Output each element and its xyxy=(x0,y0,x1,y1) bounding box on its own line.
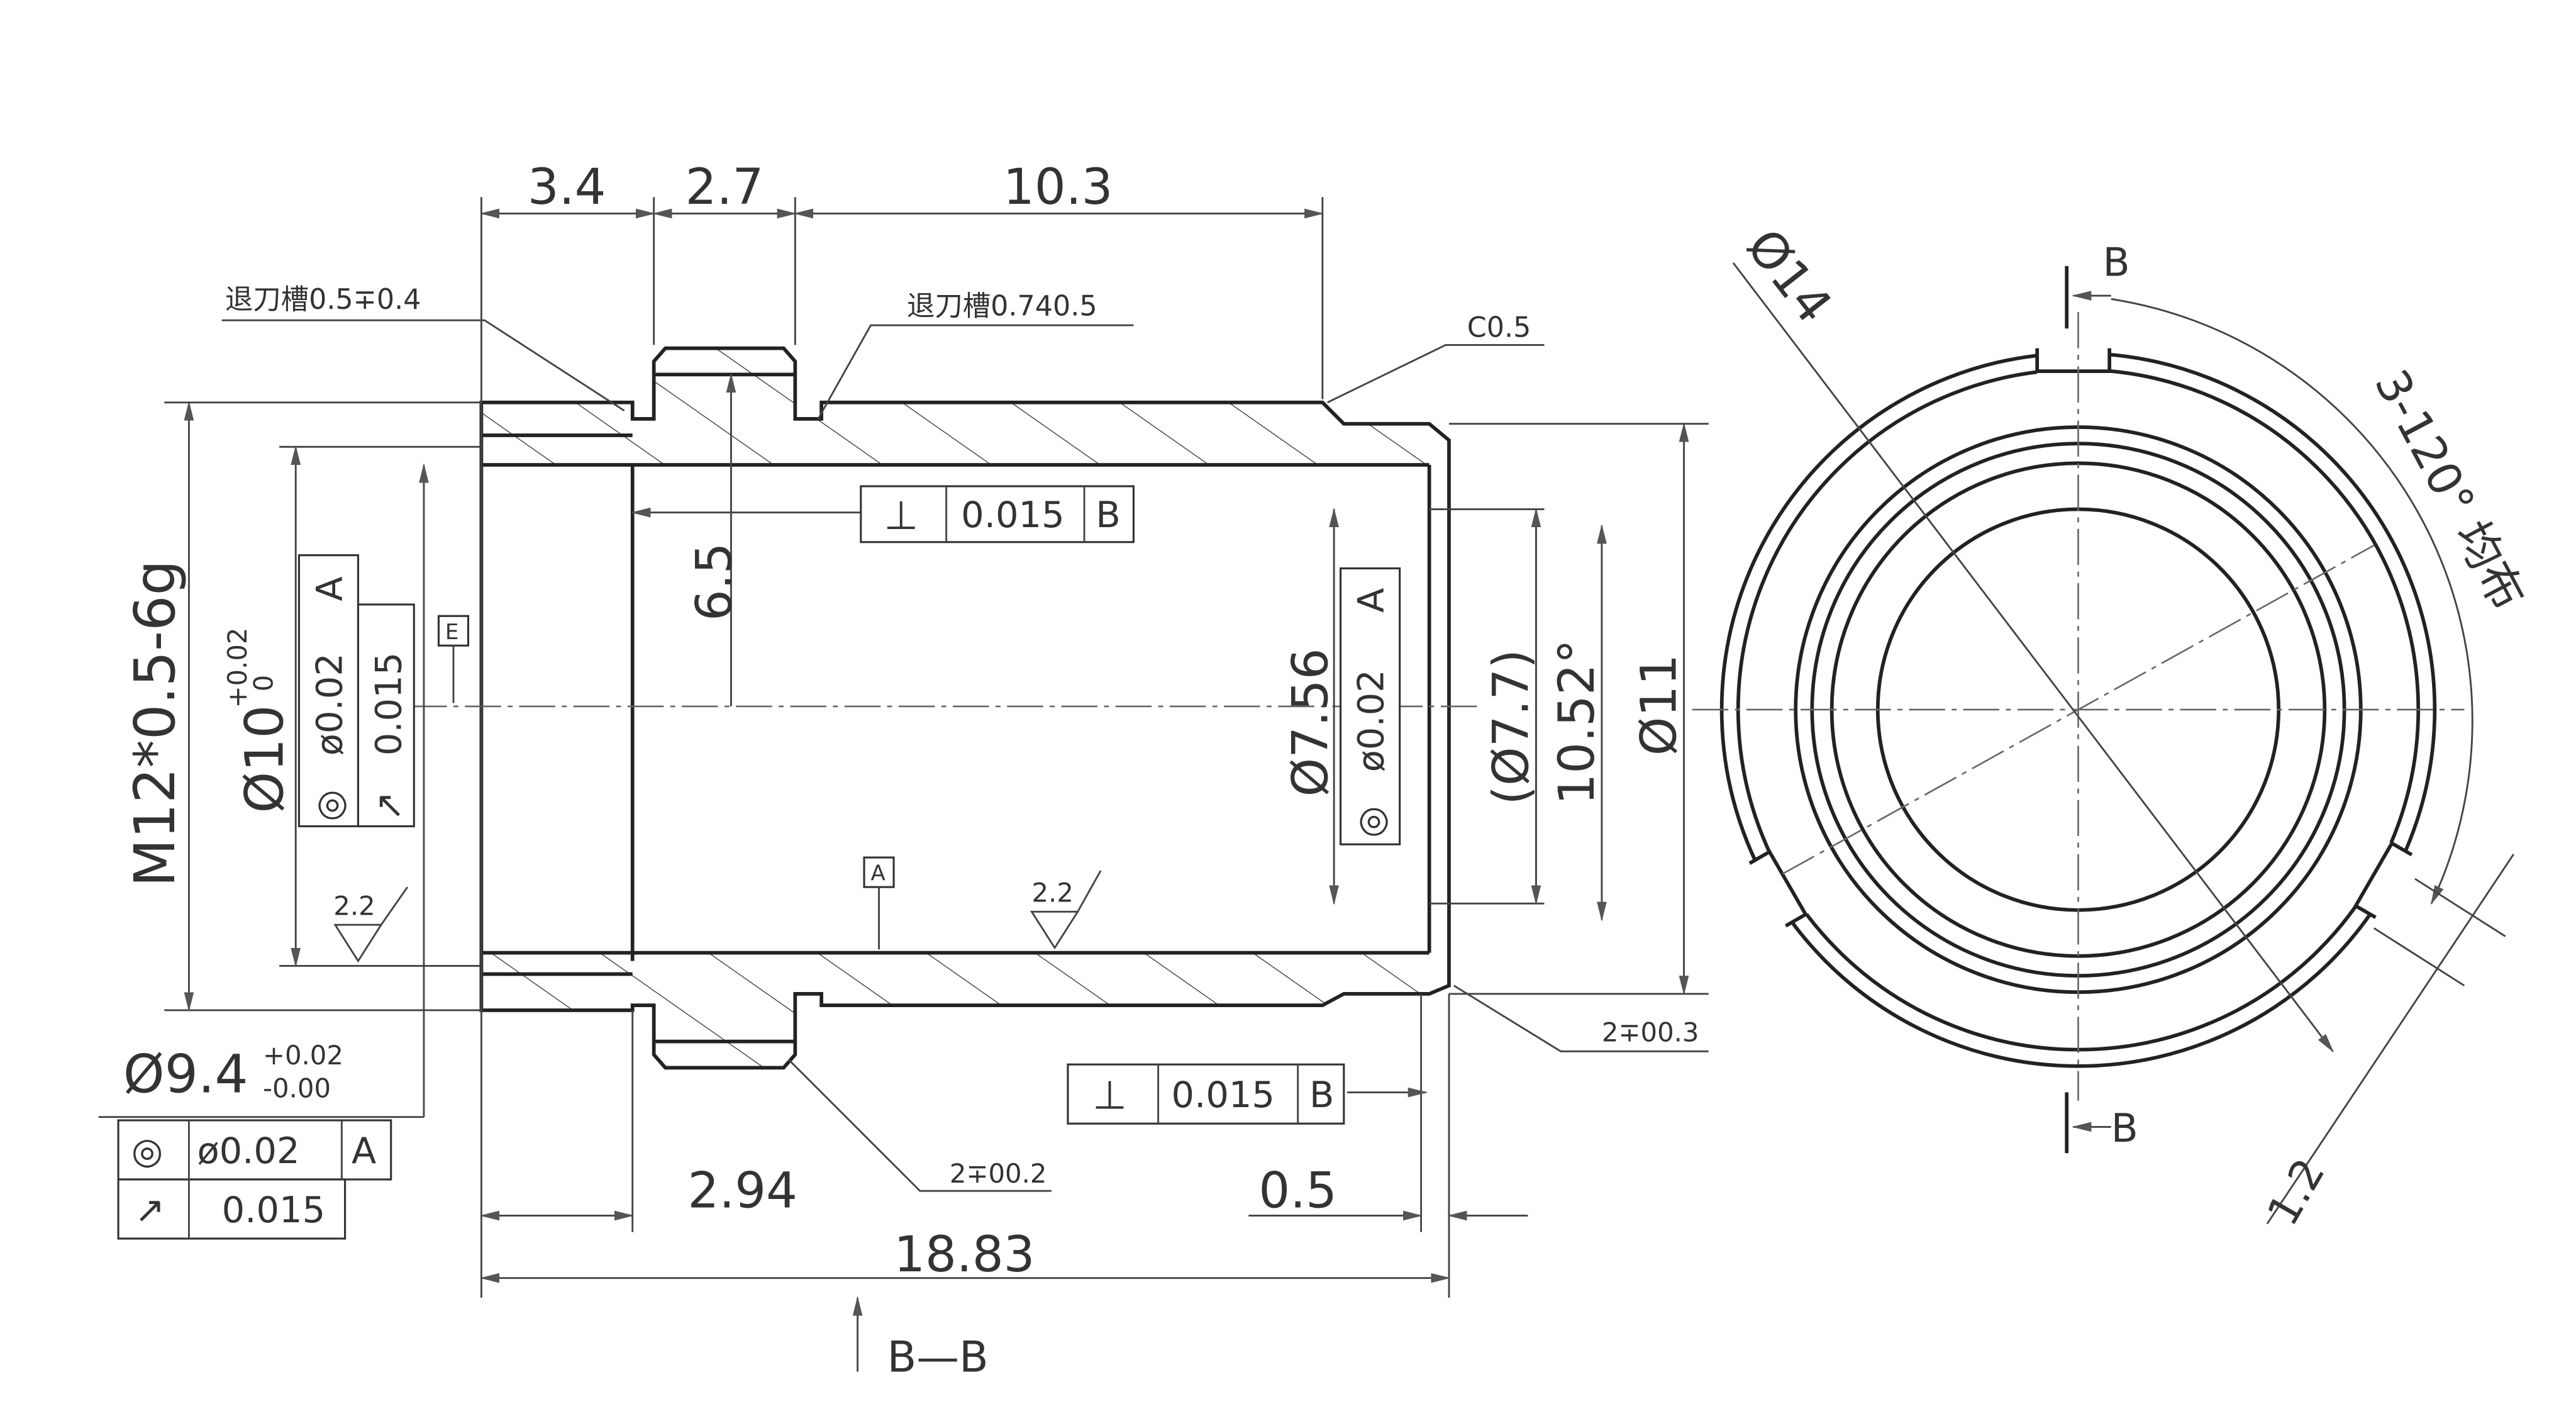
side-view xyxy=(1692,262,2514,1225)
fcf-perp-bottom: ⊥ 0.015 B xyxy=(1067,1063,1345,1125)
fcf-datum: B xyxy=(1096,494,1120,536)
fcf-value: ø0.02 xyxy=(308,653,350,755)
section-mark-bottom: B xyxy=(2111,1105,2138,1151)
extension-lines xyxy=(164,197,1709,1298)
fcf-datum: A xyxy=(352,1130,376,1172)
undercut-left-label: 退刀槽0.5∓0.4 xyxy=(225,284,421,316)
callout-bottom-label: 2∓00.2 xyxy=(950,1158,1047,1189)
concentricity-icon: ◎ xyxy=(131,1130,163,1172)
section-mark-top: B xyxy=(2103,240,2130,286)
roughness-mid-value: 2.2 xyxy=(1031,878,1073,908)
fcf-datum: B xyxy=(1309,1074,1334,1116)
concentricity-icon: ◎ xyxy=(308,790,350,822)
runout-icon: ↗ xyxy=(367,791,409,822)
datum-a-letter: A xyxy=(870,861,885,886)
angle-label: 10.52° xyxy=(1548,639,1606,805)
dia77-label: (Ø7.7) xyxy=(1482,649,1540,805)
chamfer-label: C0.5 xyxy=(1467,311,1531,343)
roughness-left-value: 2.2 xyxy=(333,891,375,922)
datum-e-letter: E xyxy=(445,620,458,645)
callout-right-label: 2∓00.3 xyxy=(1602,1017,1699,1048)
dia10-dim: Ø10 +0.02 0 xyxy=(222,628,295,813)
dia10-label: Ø10 xyxy=(233,705,295,813)
leaders xyxy=(221,319,1709,1192)
fcf-value: 0.015 xyxy=(961,494,1064,536)
fcf-value: ø0.02 xyxy=(197,1130,299,1172)
dim-10-3: 10.3 xyxy=(1003,159,1113,216)
perpendicularity-icon: ⊥ xyxy=(884,493,918,538)
dim-2-7: 2.7 xyxy=(686,159,764,216)
dia10-tol-lower: 0 xyxy=(248,675,279,692)
dia94-tol-lower: -0.00 xyxy=(263,1073,331,1103)
datum-e: E xyxy=(437,615,470,703)
fcf-value: ø0.02 xyxy=(1350,669,1392,772)
runout-icon: ↗ xyxy=(135,1189,165,1231)
height-6-5: 6.5 xyxy=(686,543,743,622)
dia11-label: Ø11 xyxy=(1630,654,1687,755)
dim-2-94: 2.94 xyxy=(688,1162,797,1219)
datum-a: A xyxy=(863,856,895,950)
thread-spec: M12*0.5-6g xyxy=(123,560,187,887)
concentricity-icon: ◎ xyxy=(1350,806,1392,838)
fcf-perp-top: ⊥ 0.015 B xyxy=(860,485,1135,544)
dia94-label: Ø9.4 xyxy=(123,1044,248,1105)
dia14-label: Ø14 xyxy=(1735,218,1843,333)
perpendicularity-icon: ⊥ xyxy=(1092,1073,1127,1118)
fcf-value: 0.015 xyxy=(1172,1074,1275,1116)
dim-0-5: 0.5 xyxy=(1258,1162,1337,1219)
dim-3-4: 3.4 xyxy=(528,159,606,216)
fcf-bottom-left: ◎ ø0.02 A ↗ 0.015 xyxy=(117,1119,392,1240)
section-label: B—B xyxy=(887,1333,989,1383)
fcf-datum: A xyxy=(308,576,350,601)
fcf-datum: A xyxy=(1350,588,1392,613)
fcf-mid-vertical: ◎ ø0.02 A xyxy=(1340,567,1401,845)
dia756-label: Ø7.56 xyxy=(1282,648,1340,796)
roughness-symbol-left: 2.2 xyxy=(333,886,409,963)
fcf-value: 0.015 xyxy=(222,1189,325,1231)
undercut-right-label: 退刀槽0.740.5 xyxy=(907,290,1097,322)
roughness-symbol-mid: 2.2 xyxy=(1030,870,1102,950)
dia94-tol-upper: +0.02 xyxy=(263,1040,343,1071)
fcf-value: 0.015 xyxy=(367,652,409,755)
fcf-left-vertical: ◎ ø0.02 A ↗ 0.015 xyxy=(297,554,415,828)
dia10-tol-upper: +0.02 xyxy=(222,628,253,708)
dim-18-83: 18.83 xyxy=(894,1226,1035,1283)
